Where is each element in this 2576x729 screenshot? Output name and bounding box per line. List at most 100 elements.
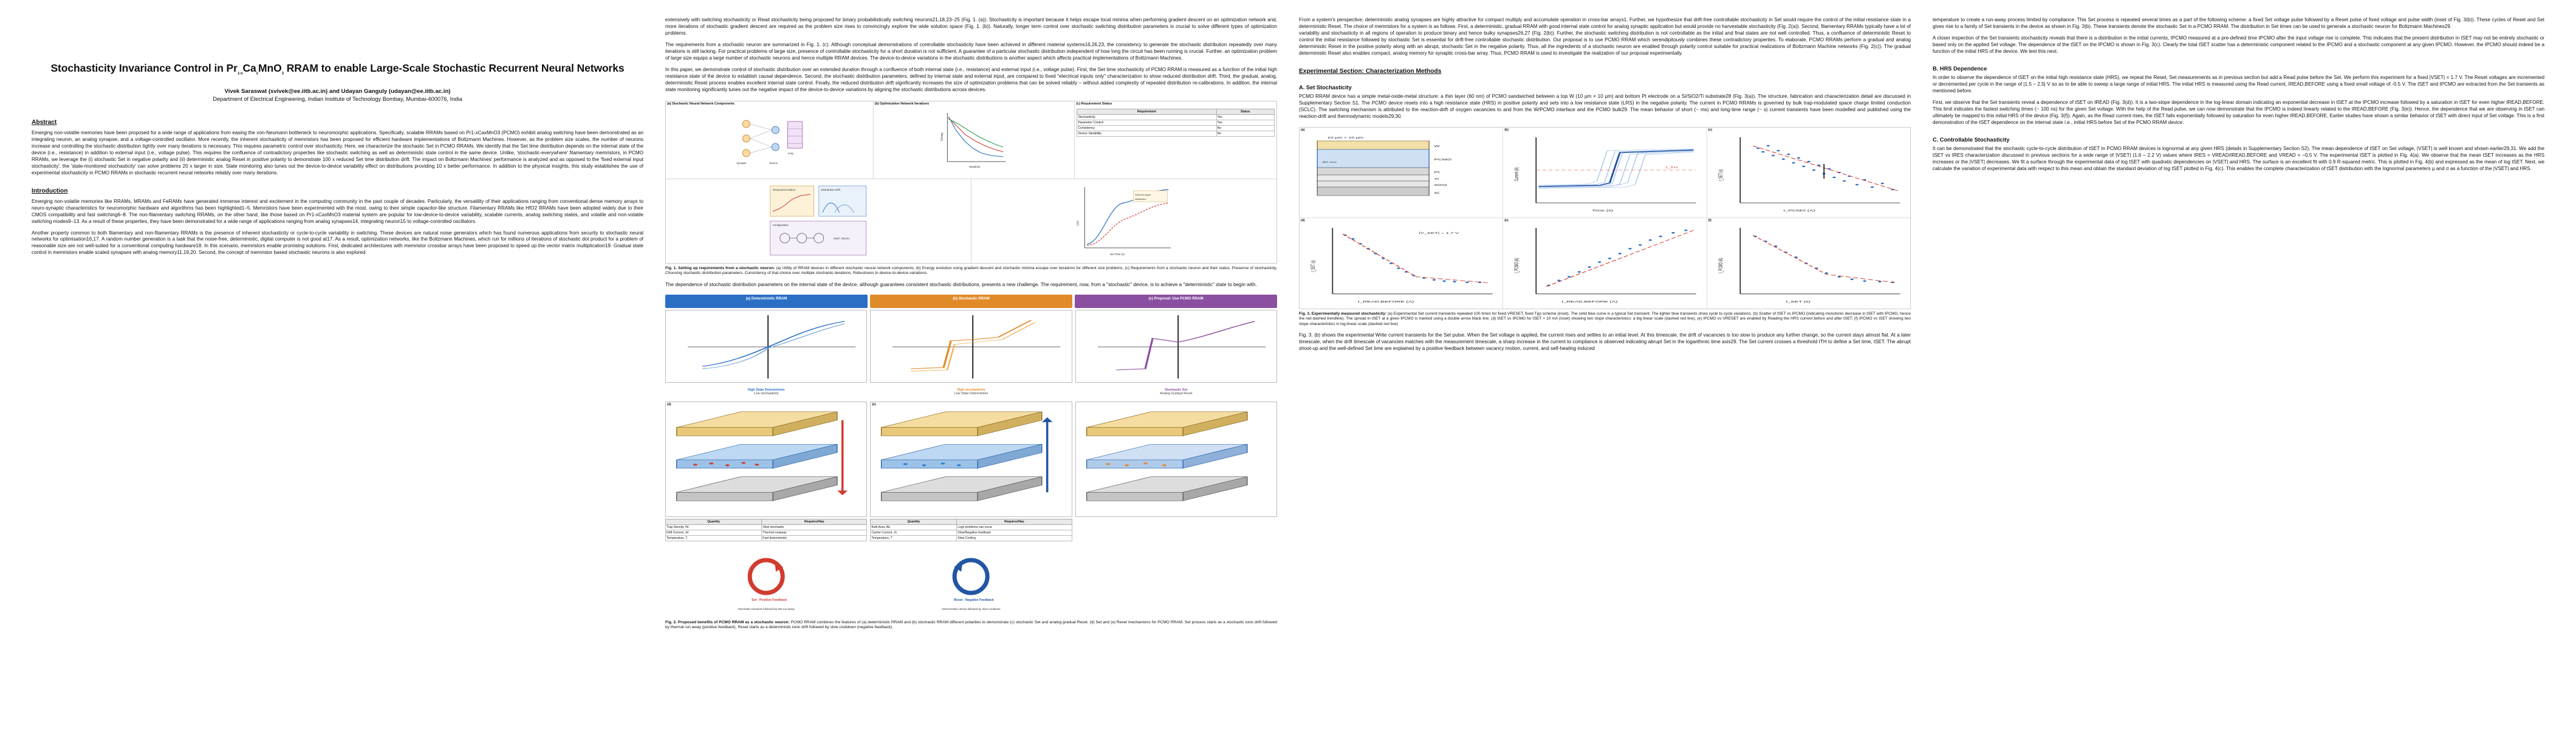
reset-feedback-label: Reset : Negative Feedback <box>954 598 994 602</box>
set-feedback-note: Stochastic transient followed by fast ru… <box>738 607 795 611</box>
fig1b-xlabel: Iterations <box>969 165 981 168</box>
svg-text:Configuration: Configuration <box>773 224 789 227</box>
fig3b-ylabel: Current (A) <box>1513 167 1519 181</box>
col4-paragraph-2: A closer inspection of the Set transient… <box>1933 35 2544 54</box>
figure-1-caption: Fig. 1. Setting up requirements from a s… <box>665 266 1277 276</box>
set-tbl-h2: Requires/Has <box>761 518 868 525</box>
figure-1-caption-text: (a) Utility of RRAM devices in different… <box>665 265 1277 276</box>
fig3b-xlabel: Time (s) <box>1592 208 1614 211</box>
fig3c-ylabel: t_SET (s) <box>1717 169 1724 181</box>
author-line: Vivek Saraswat (svivek@ee.iitb.ac.in) an… <box>224 87 451 95</box>
set-positive-feedback-icon: Set : Positive Feedback <box>747 558 787 602</box>
figure-1-panel-a-label: (a) Stochastic Neural Network Components <box>667 101 735 106</box>
figure-1-panel-e: Set Time (s) CDF Drift-free target distr… <box>971 179 1277 263</box>
reset-feedback-note: Deterministic retrain followed by slow c… <box>942 607 1001 611</box>
figure-2-sublabel-a: High State Determinism Low stochasticity <box>665 383 868 400</box>
fig3d-vset: |V_SET| = 1.7 V <box>1419 231 1459 235</box>
figure-1-panel-c-label: (c) Requirement Status <box>1076 101 1112 106</box>
intro-paragraph-1: Emerging non-volatile memories like RRAM… <box>32 198 643 224</box>
figure-2-sublabels: High State Determinism Low stochasticity… <box>665 383 1277 400</box>
col4-paragraph-5: It can be demonstrated that the stochast… <box>1933 145 2544 171</box>
figure-2-device-stacks: (d) <box>665 401 1277 517</box>
fig2-b-sub1: High stochasticity <box>957 388 985 392</box>
ipcmo-vs-tset-scatter: t_SET (s) I_PCMO (A) <box>1717 227 1900 303</box>
svg-text:10 µm × 10 µm: 10 µm × 10 µm <box>1327 137 1363 139</box>
figure-3-panel-c-label: (c) <box>1708 128 1712 132</box>
figure-1-caption-label: Fig. 1. Setting up requirements from a s… <box>665 265 775 270</box>
figure-2: (a) Deterministic RRAM (b) Stochastic RR… <box>665 294 1277 618</box>
reset-mechanism-stack <box>881 411 1053 501</box>
col4-paragraph-3: In order to observe the dependence of tS… <box>1933 74 2544 94</box>
svg-text:Array: Array <box>787 152 794 155</box>
figure-3: (a) W PCMO 60 nm Pt Ti SiO2 <box>1299 126 1911 309</box>
column-4: temperature to create a run-away process… <box>1922 17 2555 723</box>
svg-text:CDF: CDF <box>1076 220 1079 225</box>
affiliation-line: Department of Electrical Engineering, In… <box>213 95 462 102</box>
figure-3-panel-c: (c) <box>1707 128 1910 218</box>
svg-text:Ti: Ti <box>1434 177 1439 180</box>
fig1b-ylabel: Energy <box>940 132 943 141</box>
figure-1-panel-a: (a) Stochastic Neural Network Components <box>666 101 874 179</box>
svg-text:Distribution Drift: Distribution Drift <box>821 188 841 191</box>
figure-2-sublabel-c: Stochastic Set Analog Gradual Reset <box>1075 383 1277 400</box>
col2-paragraph-1: extensively with switching stochasticity… <box>665 17 1277 36</box>
iv-curve-deterministic <box>688 315 856 378</box>
fig3f-ylabel: I_PCMO (A) <box>1717 258 1724 273</box>
req-col-status: Status <box>1216 108 1275 115</box>
heading-experimental: Experimental Section: Characterization M… <box>1299 67 1442 75</box>
figure-2-sublabel-b: High stochasticity Low State Determinism <box>870 383 1072 400</box>
column-3: From a system's perspective, determinist… <box>1288 17 1922 723</box>
figure-2-tag-proposal: (c) Proposal: Use PCMO RRAM <box>1075 294 1277 308</box>
svg-text:60 nm: 60 nm <box>1323 161 1337 163</box>
figure-2-blank-cell-2 <box>1075 552 1277 618</box>
set-feedback-loop: Set : Positive Feedback Stochastic trans… <box>665 552 868 618</box>
fig3e-ylabel: I_PCMO (A) <box>1513 258 1519 273</box>
set-mechanism-stack <box>676 411 848 501</box>
set-transient-plot: I_TH Time (s) Current (A) <box>1513 137 1696 212</box>
fig3d-ylabel: t_SET (s) <box>1309 260 1316 272</box>
figure-3-panel-f-label: (f) <box>1708 218 1711 222</box>
figure-1-panel-b: (b) Optimization Network Iterations Iter… <box>874 101 1075 179</box>
figure-2-stack-f <box>1075 401 1277 517</box>
reset-negative-feedback-icon: Reset : Negative Feedback <box>952 558 994 602</box>
col2-paragraph-4: The dependence of stochastic distributio… <box>665 281 1257 287</box>
req-col-name: Requirement <box>1077 108 1217 115</box>
fig2-c-sub1: Stochastic Set <box>1165 388 1188 392</box>
col3-paragraph-1: From a system's perspective, determinist… <box>1299 17 1911 56</box>
figure-2-cell-c <box>1075 309 1277 383</box>
fig3e-xlabel: I_READ,BEFORE (A) <box>1561 299 1618 303</box>
heading-sub-c: C. Controllable Stochasticity <box>1933 136 2010 143</box>
figure-3-caption-text: (a) Experimental Set current transients … <box>1299 311 1911 326</box>
figure-2-feedback-loops: Set : Positive Feedback Stochastic trans… <box>665 552 1277 618</box>
heading-sub-b: B. HRS Dependence <box>1933 65 1987 72</box>
set-tbl-h1: Quantity <box>665 518 762 525</box>
tset-vs-iread-scatter: I_READ,BEFORE (A) t_SET (s) |V_SET| = 1.… <box>1309 227 1493 303</box>
figure-2-cell-b <box>870 309 1072 383</box>
drift-free-plot: Set Time (s) CDF Drift-free target distr… <box>1076 187 1171 256</box>
svg-text:Si: Si <box>1434 191 1439 194</box>
svg-text:Temporal Evolution: Temporal Evolution <box>773 188 796 191</box>
temporal-evolution-diagram: Temporal Evolution Distribution Drift Co… <box>770 185 867 256</box>
figure-2-stack-e: (e) <box>870 401 1072 517</box>
figure-3-panel-e-label: (e) <box>1504 218 1509 222</box>
fig3c-xlabel: I_PCMO (A) <box>1783 208 1815 211</box>
figure-2-tag-stochastic: (b) Stochastic RRAM <box>870 294 1072 308</box>
set-feedback-label: Set : Positive Feedback <box>752 598 787 602</box>
figure-3-caption-label: Fig. 3. Experimentally measured stochast… <box>1299 311 1387 316</box>
figure-2-cell-a <box>665 309 868 383</box>
figure-3-caption: Fig. 3. Experimentally measured stochast… <box>1299 312 1911 327</box>
tset-vs-ipcmo-scatter: I_PCMO (A) t_SET (s) <box>1717 137 1900 212</box>
figure-1-panel-b-label: (b) Optimization Network Iterations <box>874 101 930 106</box>
svg-text:SiO2: SiO2 <box>1434 183 1447 186</box>
figure-2-caption-label: Fig. 2. Proposed benefits of PCMO RRAM a… <box>665 620 790 625</box>
pcmo-stack <box>1086 411 1248 501</box>
